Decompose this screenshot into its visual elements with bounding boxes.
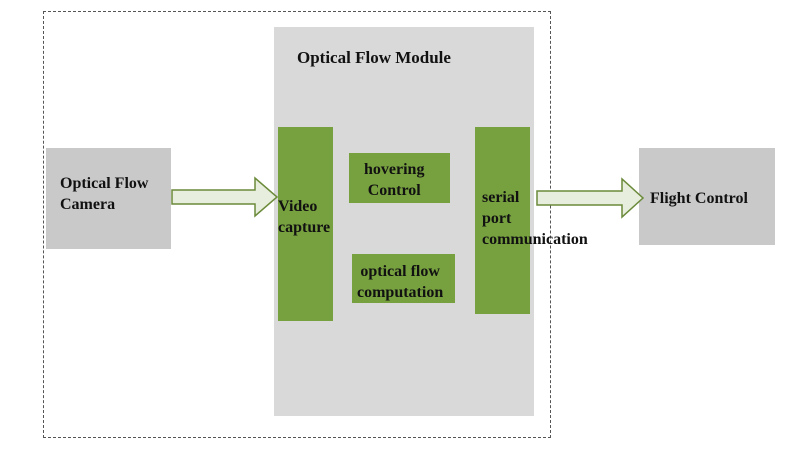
camera-block: [46, 148, 171, 249]
hovering-control-label: hovering Control: [364, 161, 425, 199]
camera-label: Optical Flow Camera: [60, 175, 149, 213]
serial-port-label: serial port communication: [482, 189, 588, 248]
flight-control-label: Flight Control: [650, 190, 748, 207]
optical-flow-computation-block: [352, 254, 455, 303]
module-title: Optical Flow Module: [297, 48, 451, 67]
video-capture-label: Video capture: [278, 198, 331, 236]
serial-port-block: [475, 127, 530, 314]
system-boundary: [43, 11, 551, 438]
video-capture-block: [278, 127, 333, 321]
flight-control-block: [639, 148, 775, 245]
hovering-control-block: [349, 153, 450, 203]
optical-flow-computation-label: optical flow computation: [357, 263, 444, 301]
